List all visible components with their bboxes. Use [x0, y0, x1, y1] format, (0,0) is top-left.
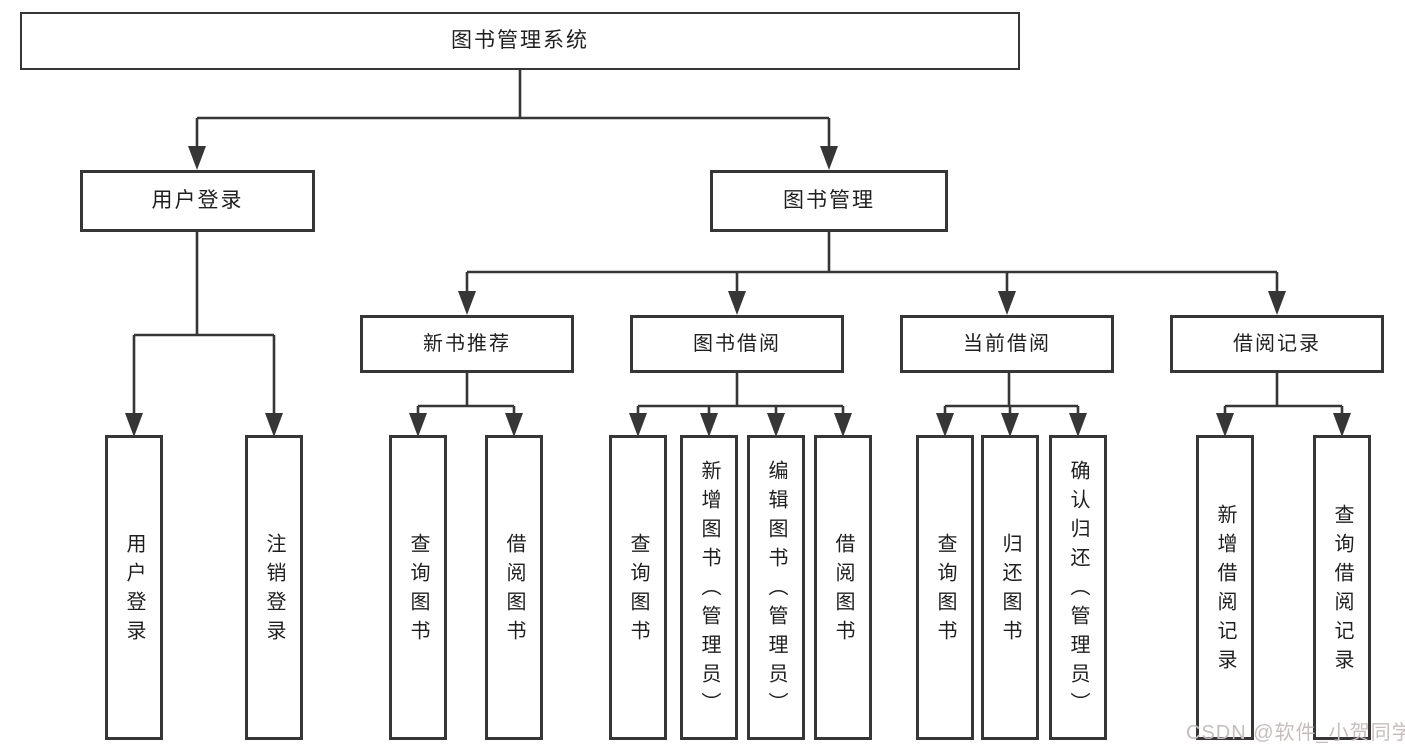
node-query-books-leaf-2: 查询图书 — [609, 435, 667, 740]
arrowhead-down-icon — [820, 146, 838, 170]
arrowhead-down-icon — [1268, 291, 1286, 315]
node-query-books-leaf-3: 查询图书 — [916, 435, 974, 740]
arrowhead-down-icon — [998, 291, 1016, 315]
node-user-login-leaf: 用户登录 — [105, 435, 163, 740]
arrowhead-down-icon — [125, 413, 143, 437]
arrowhead-down-icon — [767, 413, 785, 437]
arrowhead-down-icon — [834, 413, 852, 437]
node-query-books-leaf-1: 查询图书 — [389, 435, 447, 740]
node-borrow-books-leaf-2: 借阅图书 — [814, 435, 872, 740]
node-return-books-leaf: 归还图书 — [981, 435, 1039, 740]
arrowhead-down-icon — [409, 413, 427, 437]
arrowhead-down-icon — [458, 291, 476, 315]
node-borrow-books-leaf-1: 借阅图书 — [485, 435, 543, 740]
node-logout-leaf: 注销登录 — [245, 435, 303, 740]
node-book-borrowing: 图书借阅 — [630, 315, 844, 373]
node-add-borrow-record-leaf: 新增借阅记录 — [1196, 435, 1254, 740]
node-confirm-return-admin-leaf: 确认归还（管理员） — [1049, 435, 1107, 740]
node-user-login: 用户登录 — [80, 170, 315, 232]
arrowhead-down-icon — [700, 413, 718, 437]
node-library-system: 图书管理系统 — [20, 12, 1020, 70]
arrowhead-down-icon — [505, 413, 523, 437]
arrowhead-down-icon — [188, 146, 206, 170]
arrowhead-down-icon — [728, 291, 746, 315]
node-current-borrowing: 当前借阅 — [900, 315, 1114, 373]
csdn-watermark: CSDN @软件_小贺同学 — [1186, 722, 1405, 744]
node-book-management: 图书管理 — [710, 170, 948, 232]
arrowhead-down-icon — [1216, 413, 1234, 437]
node-add-books-admin-leaf: 新增图书（管理员） — [680, 435, 738, 740]
arrowhead-down-icon — [629, 413, 647, 437]
node-borrowing-records: 借阅记录 — [1170, 315, 1384, 373]
arrowhead-down-icon — [1069, 413, 1087, 437]
arrowhead-down-icon — [265, 413, 283, 437]
node-edit-books-admin-leaf: 编辑图书（管理员） — [747, 435, 805, 740]
arrowhead-down-icon — [1001, 413, 1019, 437]
node-new-book-recommendation: 新书推荐 — [360, 315, 574, 373]
arrowhead-down-icon — [936, 413, 954, 437]
arrowhead-down-icon — [1333, 413, 1351, 437]
node-query-borrow-record-leaf: 查询借阅记录 — [1313, 435, 1371, 740]
